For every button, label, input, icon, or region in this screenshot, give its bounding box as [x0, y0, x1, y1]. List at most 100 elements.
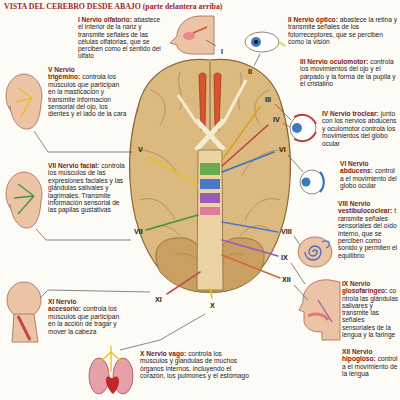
brain [222, 107, 260, 160]
nerve-name: VI Nervio abducens: [340, 160, 373, 174]
throat-illustration [308, 314, 328, 320]
brain [129, 59, 290, 292]
eye-abducens-illustration [320, 172, 324, 192]
brain [197, 150, 223, 290]
nerve-description: XI Nervio accesorio:controla los músculo… [48, 298, 128, 335]
callout-number: I [221, 48, 223, 55]
leader-line [36, 229, 131, 240]
nerve-name: X Nervio vago: [140, 350, 186, 357]
brain [222, 125, 268, 166]
eye-muscles-illustration [290, 115, 316, 141]
eye-illustration [245, 32, 285, 52]
leader-line [294, 285, 308, 300]
ear-illustration [298, 237, 332, 267]
callout-number: VII [134, 228, 143, 235]
leader-line [34, 131, 132, 152]
nerve-description: IX Nervio glosofaríngeo:controla las glá… [342, 280, 398, 338]
callout-number: VI [279, 146, 286, 153]
nerve-function: abastece el interior de la nariz y trans… [78, 16, 161, 59]
callout-number: IV [273, 116, 280, 123]
nerve-description: I Nervio olfatorio:abastece el interior … [78, 16, 166, 60]
neck-illustration [18, 316, 30, 340]
nerve-name: XII Nervio hipogloso: [342, 348, 376, 362]
nose-illustration [170, 16, 214, 54]
nerve-function: controla los músculos de las expresiones… [48, 162, 125, 213]
diagram-title: VISTA DEL CEREBRO DESDE ABAJO (parte del… [4, 2, 222, 11]
eye-illustration [254, 40, 258, 44]
brain [148, 157, 198, 185]
brain [146, 215, 198, 230]
nerve-description: VI Nervio abducens:controla el movimient… [340, 160, 398, 190]
nerve-name: XI Nervio accesorio: [48, 298, 81, 312]
nerve-description: VIII Nervio vestibulococlear:transmite s… [338, 200, 398, 259]
callout-number: IX [281, 254, 288, 261]
brain [140, 199, 175, 220]
leader-line [34, 40, 308, 350]
throat-illustration [299, 280, 340, 340]
callout-number: XII [282, 276, 291, 283]
nerve-name: IV Nervio troclear: [322, 110, 379, 117]
eye-illustration [245, 32, 279, 52]
brain [222, 240, 278, 256]
nose-illustration [170, 16, 214, 54]
nerve-name: I Nervio olfatorio: [78, 16, 132, 23]
neck-illustration [12, 314, 38, 342]
nerve-description: III Nervio oculomotor:controla los movim… [300, 58, 398, 88]
brain [178, 95, 196, 122]
head-illustration [16, 88, 32, 118]
nerve-name: VIII Nervio vestibulococlear: [338, 200, 392, 214]
organs-illustration [89, 346, 133, 394]
nerve-function: transmite señales sensoriales del oído i… [338, 207, 397, 258]
organs-illustration [89, 358, 109, 394]
organs-illustration [100, 346, 122, 372]
brain [167, 272, 200, 294]
eye-illustration [251, 37, 261, 47]
brain [200, 207, 220, 215]
ear-illustration [322, 241, 329, 248]
brain [146, 107, 280, 298]
brain [245, 199, 280, 220]
eye-muscles-illustration [294, 132, 316, 141]
eye-illustration [279, 42, 285, 46]
nerve-name: IX Nervio glosofaríngeo: [342, 280, 387, 294]
callout-number: II [248, 68, 252, 75]
brain [222, 222, 278, 232]
nerve-description: VII Nervio facial:controla los músculos … [48, 162, 128, 214]
nose-illustration [193, 27, 207, 33]
leader-line [288, 155, 303, 172]
nerve-name: II Nervio óptico: [288, 16, 338, 23]
neck-illustration [7, 282, 41, 318]
leader-line [291, 263, 305, 284]
callout-number: V [138, 146, 143, 153]
throat-illustration [318, 300, 332, 322]
callout-number: X [210, 302, 215, 309]
callout-number: VIII [281, 228, 292, 235]
brain [210, 62, 211, 140]
brain [222, 152, 274, 172]
leader-line [40, 290, 150, 298]
throat-illustration [299, 280, 340, 340]
nerve-name: VII Nervio facial: [48, 162, 99, 169]
brain [129, 59, 290, 298]
nerve-description: XII Nervio hipogloso:controla el movimie… [342, 348, 398, 378]
brain [200, 163, 220, 175]
callout-number: III [265, 96, 271, 103]
leader-line [283, 123, 290, 127]
head-illustration [6, 172, 42, 228]
nerve-description: V Nervio trigémino:controla los músculos… [48, 66, 128, 118]
nerve-function: controla las glándulas salivares y trans… [342, 287, 398, 338]
nerve-description: IV Nervio troclear:junto con los nervios… [322, 110, 398, 147]
brain [200, 179, 220, 189]
leader-line [254, 54, 260, 66]
nerve-name: III Nervio oculomotor: [300, 58, 368, 65]
leader-line [206, 40, 216, 46]
brain [200, 193, 220, 203]
brain [222, 255, 280, 278]
brain [150, 90, 165, 125]
eye-muscles-illustration [290, 115, 316, 141]
organs-illustration [106, 377, 119, 394]
brain [196, 120, 224, 150]
head-illustration [14, 184, 34, 214]
eye-abducens-illustration [300, 170, 324, 194]
